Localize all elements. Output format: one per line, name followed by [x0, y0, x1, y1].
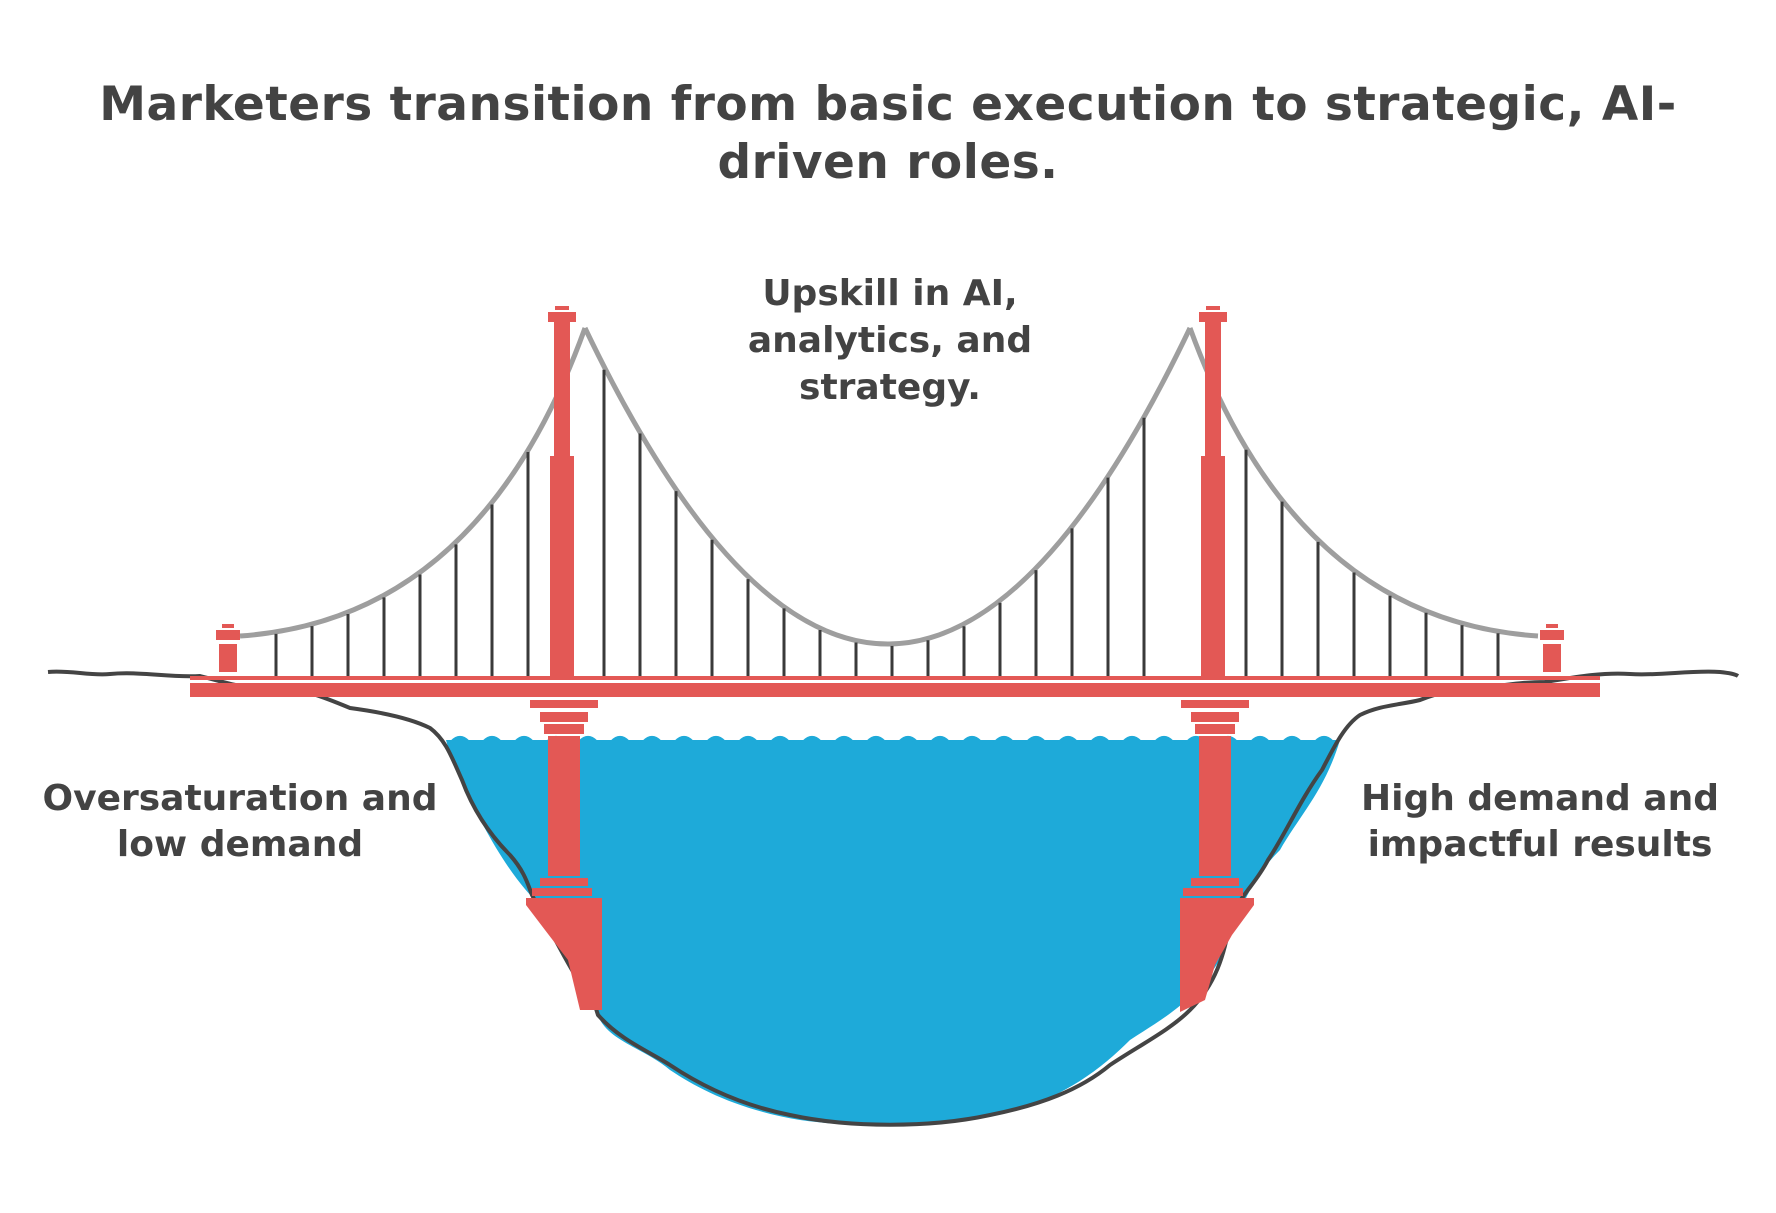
water-surface [450, 736, 1334, 748]
bridge-deck [190, 676, 1600, 697]
right-anchor-post [1540, 624, 1564, 672]
main-cable-left [239, 327, 588, 639]
bridge-label: Upskill in AI, analytics, and strategy. [747, 273, 1033, 408]
left-tower [526, 306, 602, 1010]
right-bank-label: High demand and impactful results [1360, 778, 1719, 865]
river-water [446, 740, 1340, 1126]
right-tower [1180, 306, 1254, 1012]
left-bank-label: Oversaturation and low demand [42, 778, 438, 865]
left-anchor-post [216, 624, 240, 672]
main-cable-center [582, 326, 1193, 647]
diagram-title: Marketers transition from basic executio… [99, 77, 1677, 190]
bridge-hangers [274, 369, 1500, 676]
main-cable-right [1187, 327, 1539, 639]
